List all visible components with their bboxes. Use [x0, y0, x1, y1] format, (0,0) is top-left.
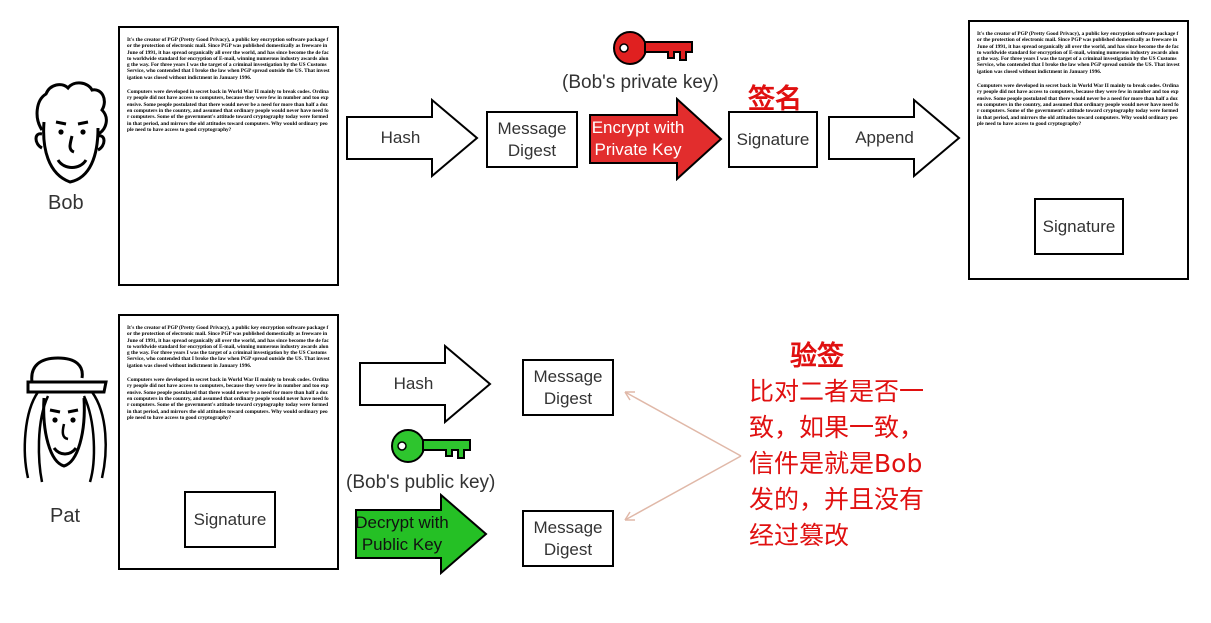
hash-arrow: Hash [346, 98, 479, 178]
decrypt-arrow: Decrypt with Public Key [355, 493, 488, 575]
decrypt-label: Decrypt with Public Key [355, 513, 449, 554]
bob-document: It's the creator of PGP (Pretty Good Pri… [118, 26, 339, 286]
append-arrow: Append [828, 98, 961, 178]
sign-title: 签名 [748, 84, 802, 115]
private-key-caption: (Bob's private key) [562, 72, 719, 93]
compare-pointer [624, 391, 742, 521]
encrypt-label: Encrypt with Private Key [591, 118, 685, 159]
public-key-icon [391, 429, 471, 463]
pat-face-icon [23, 356, 108, 483]
document-paragraph: It's the creator of PGP (Pretty Good Pri… [977, 31, 1180, 75]
document-paragraph: It's the creator of PGP (Pretty Good Pri… [127, 37, 330, 81]
computed-digest-box: Message Digest [522, 359, 614, 416]
decrypted-digest-box: Message Digest [522, 510, 614, 567]
public-key-caption: (Bob's public key) [346, 472, 496, 493]
document-signature-box: Signature [1034, 198, 1124, 255]
append-label: Append [855, 128, 914, 147]
document-paragraph: Computers were developed in secret back … [127, 89, 329, 133]
verify-note: 比对二者是否一致，如果一致，信件是就是Bob发的，并且没有经过篡改 [749, 377, 925, 550]
document-paragraph: Computers were developed in secret back … [977, 83, 1179, 127]
document-paragraph: It's the creator of PGP (Pretty Good Pri… [127, 325, 330, 369]
document-paragraph: Computers were developed in secret back … [127, 377, 329, 421]
message-digest-box: Message Digest [486, 111, 578, 168]
signature-box: Signature [728, 111, 818, 168]
bob-label: Bob [48, 192, 84, 214]
verify-hash-arrow: Hash [359, 344, 492, 424]
pat-label: Pat [50, 505, 81, 527]
verify-hash-label: Hash [393, 374, 434, 393]
private-key-icon [613, 31, 693, 65]
hash-label: Hash [380, 128, 421, 147]
encrypt-arrow: Encrypt with Private Key [589, 97, 723, 181]
verify-title: 验签 [790, 341, 844, 372]
bob-face-icon [34, 81, 108, 184]
received-signature-box: Signature [184, 491, 276, 548]
